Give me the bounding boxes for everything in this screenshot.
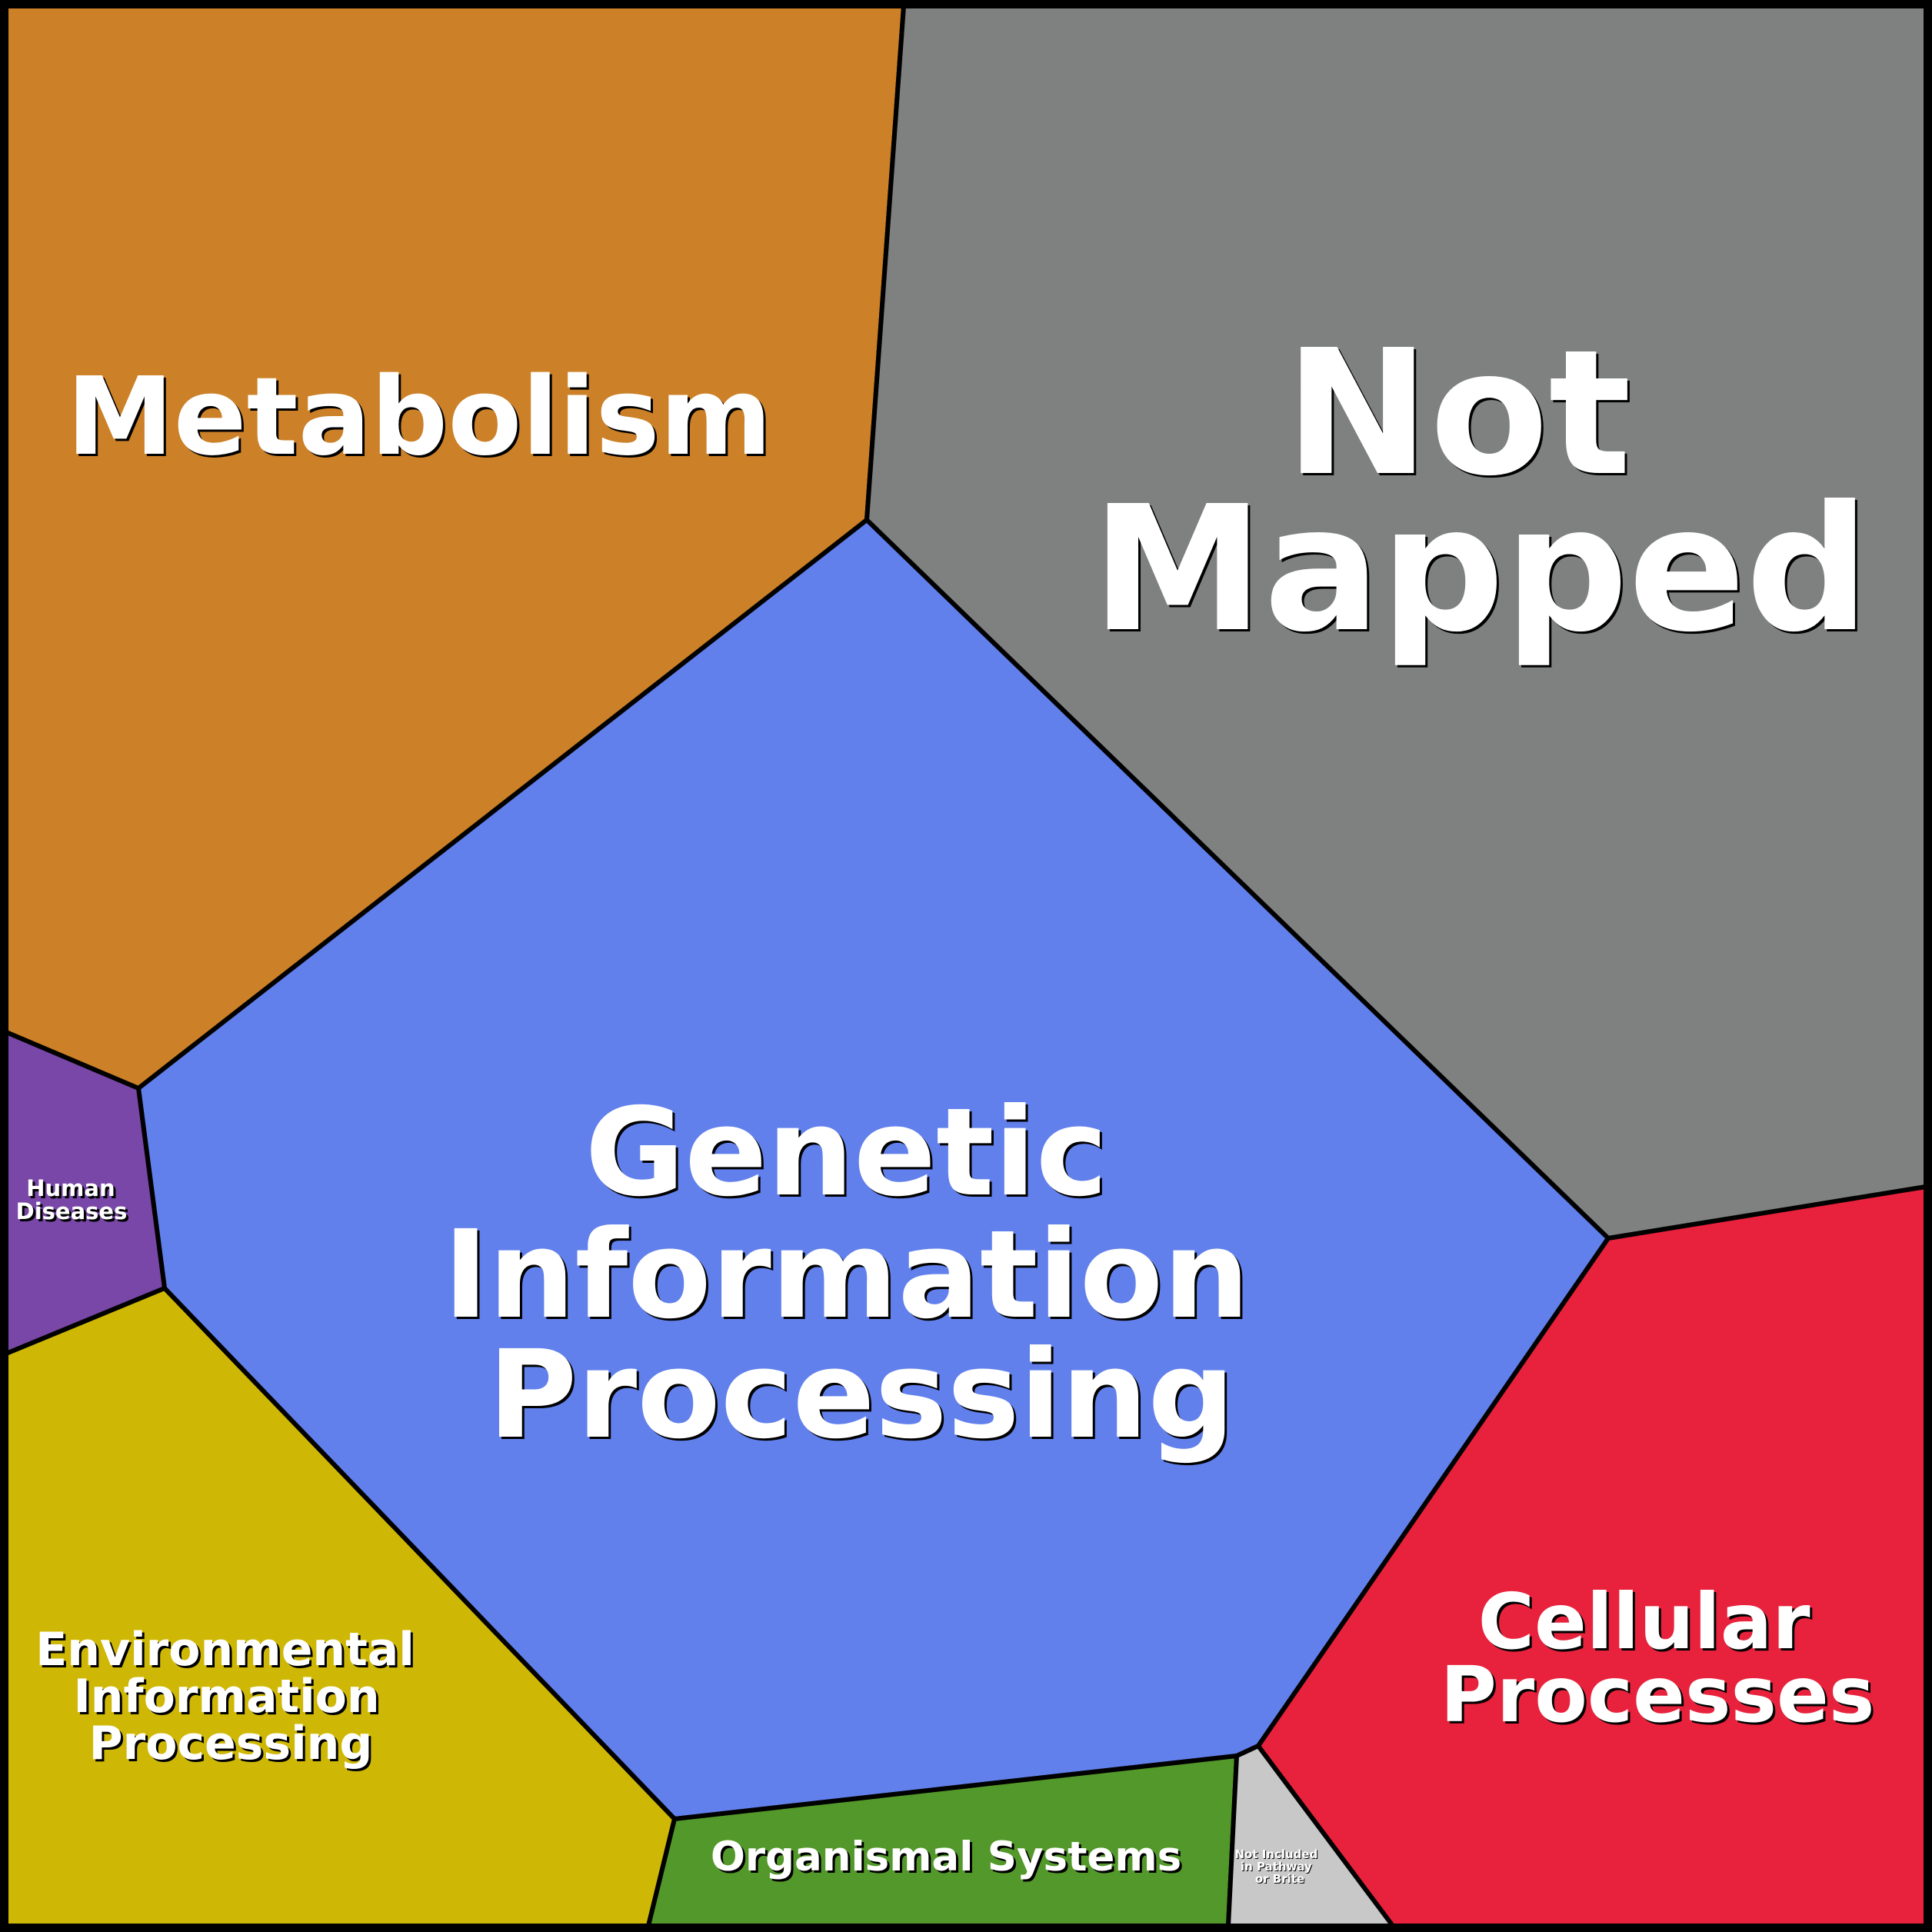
label-environmental-information-processing: Environmental Information Processing: [35, 1623, 430, 1770]
label-cellular-processes: Cellular Processes: [1441, 1577, 1875, 1740]
label-not-included: Not Included in Pathway or Brite: [1234, 1847, 1321, 1886]
label-not-mapped: Not Mapped: [1091, 313, 1870, 671]
label-organismal-systems: Organismal Systems: [711, 1834, 1181, 1880]
label-genetic-information-processing: Genetic Information Processing: [443, 1082, 1291, 1466]
cell-cellular-processes[interactable]: [1256, 1184, 1928, 1928]
label-human-diseases: Human Diseases: [16, 1175, 128, 1224]
label-metabolism: Metabolism: [66, 355, 771, 480]
